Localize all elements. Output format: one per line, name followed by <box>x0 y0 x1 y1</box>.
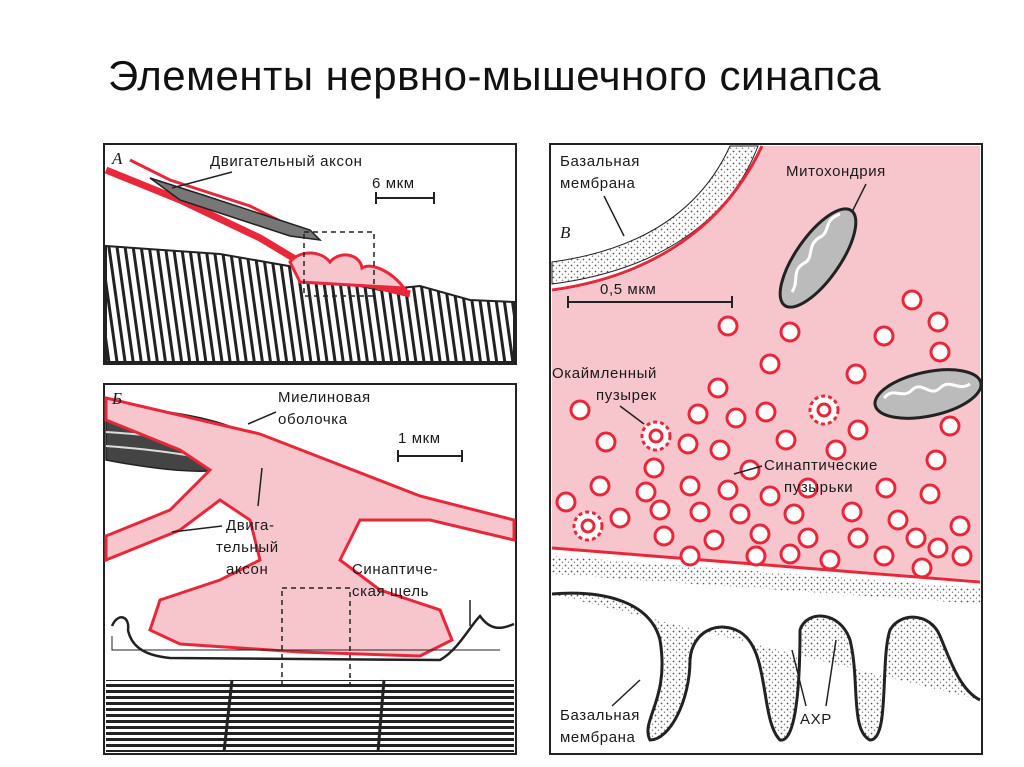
panel-c-letter: В <box>560 223 571 242</box>
panel-a: А Двигательный аксон 6 мкм <box>104 144 516 364</box>
label-cleft-1: Синаптиче- <box>352 561 438 578</box>
scale-a-label: 6 мкм <box>372 175 415 192</box>
label-myelin-1: Миелиновая <box>278 389 371 406</box>
scale-c-label: 0,5 мкм <box>600 281 656 298</box>
label-basal-bottom-2: мембрана <box>560 729 636 746</box>
panel-c: Базальная мембрана В Митохондрия 0,5 мкм… <box>550 144 985 754</box>
label-cleft-2: ская щель <box>352 583 429 600</box>
panel-a-letter: А <box>111 149 123 168</box>
label-synaptic-2: пузырьки <box>784 479 853 496</box>
label-basal-top-1: Базальная <box>560 153 640 170</box>
label-myelin-2: оболочка <box>278 411 348 428</box>
label-axon-b-3: аксон <box>226 561 268 578</box>
panel-b-letter: Б <box>111 389 122 408</box>
scale-b-label: 1 мкм <box>398 430 441 447</box>
panel-b: Б Миелиновая оболочка 1 мкм Двига- тельн… <box>104 384 516 754</box>
label-axon-b-2: тельный <box>216 539 279 556</box>
label-basal-top-2: мембрана <box>560 175 636 192</box>
label-coated-1: Окаймленный <box>552 365 657 382</box>
label-axon-b-1: Двига- <box>226 517 275 534</box>
label-basal-bottom-1: Базальная <box>560 707 640 724</box>
label-coated-2: пузырек <box>596 387 657 404</box>
label-achr: АХР <box>800 711 832 728</box>
label-synaptic-1: Синаптические <box>764 457 878 474</box>
label-mitochondrion: Митохондрия <box>786 163 886 180</box>
muscle-fiber-b <box>106 680 514 752</box>
label-motor-axon-a: Двигательный аксон <box>210 153 363 170</box>
